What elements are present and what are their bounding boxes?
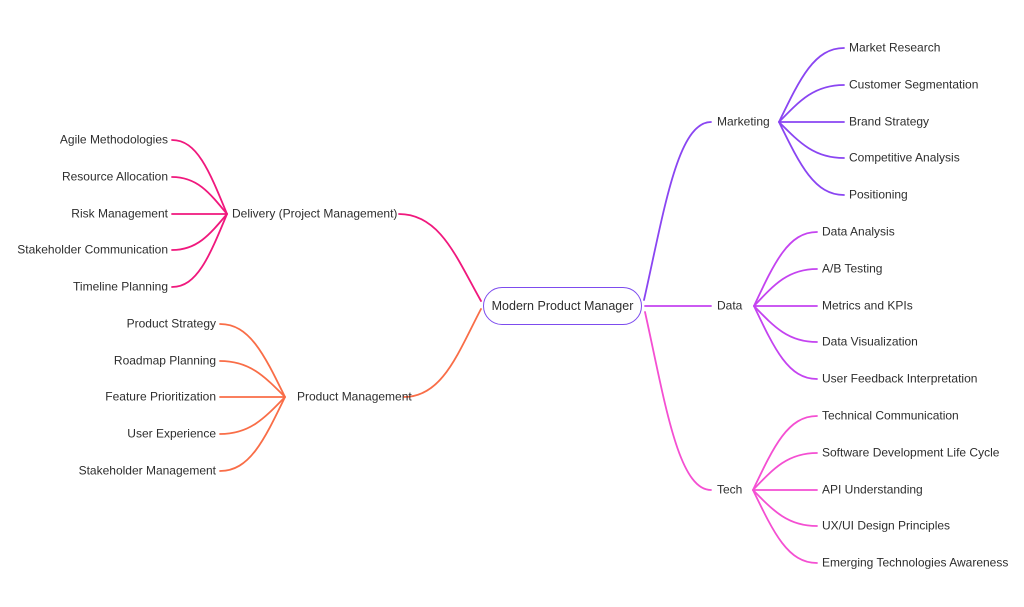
child-edge-2-3 xyxy=(778,121,845,159)
child-edge-4-1 xyxy=(752,452,818,491)
leaf-node-label[interactable]: Agile Methodologies xyxy=(59,132,168,147)
child-edge-3-0 xyxy=(753,231,818,307)
child-edge-3-3 xyxy=(753,305,818,343)
child-edge-4-4 xyxy=(752,489,818,564)
leaf-node-label[interactable]: Market Research xyxy=(849,40,941,55)
leaf-node-label[interactable]: Stakeholder Management xyxy=(78,463,216,478)
leaf-node-label[interactable]: Stakeholder Communication xyxy=(17,242,168,257)
leaf-node-label[interactable]: API Understanding xyxy=(822,482,923,497)
branch-node-label[interactable]: Tech xyxy=(717,482,743,497)
root-edge-1 xyxy=(403,308,482,398)
child-edge-4-0 xyxy=(752,415,818,491)
branch-node-label[interactable]: Marketing xyxy=(717,114,770,129)
child-edge-3-1 xyxy=(753,268,818,307)
leaf-node-label[interactable]: Resource Allocation xyxy=(61,169,168,184)
child-edge-0-3 xyxy=(171,213,228,251)
branch-node-label[interactable]: Product Management xyxy=(297,389,412,404)
branch-node-label[interactable]: Data xyxy=(717,298,743,313)
child-edge-0-1 xyxy=(171,176,228,215)
leaf-node-label[interactable]: Positioning xyxy=(849,187,908,202)
leaf-node-label[interactable]: Technical Communication xyxy=(822,408,959,423)
leaf-node-label[interactable]: Data Analysis xyxy=(822,224,895,239)
leaf-node-label[interactable]: Software Development Life Cycle xyxy=(822,445,1000,460)
child-edge-2-4 xyxy=(778,121,845,196)
child-edge-0-0 xyxy=(171,139,228,215)
child-edge-4-3 xyxy=(752,489,818,527)
leaf-node-label[interactable]: Customer Segmentation xyxy=(849,77,979,92)
leaf-node-label[interactable]: Emerging Technologies Awareness xyxy=(822,555,1009,570)
leaf-node-label[interactable]: UX/UI Design Principles xyxy=(822,518,951,533)
leaf-node-label[interactable]: Feature Prioritization xyxy=(105,389,216,404)
root-edge-0 xyxy=(398,213,482,302)
leaf-node-label[interactable]: User Experience xyxy=(127,426,216,441)
leaf-node-label[interactable]: Timeline Planning xyxy=(73,279,168,294)
leaf-node-label[interactable]: Competitive Analysis xyxy=(849,150,960,165)
leaf-node-label[interactable]: Roadmap Planning xyxy=(113,353,216,368)
leaf-node-label[interactable]: Metrics and KPIs xyxy=(822,298,913,313)
child-edge-0-4 xyxy=(171,213,228,288)
child-edge-1-0 xyxy=(219,323,286,398)
leaf-node-label[interactable]: Product Strategy xyxy=(126,316,216,331)
child-edge-2-1 xyxy=(778,84,845,123)
root-edge-4 xyxy=(644,311,712,491)
leaf-node-label[interactable]: Data Visualization xyxy=(822,334,918,349)
root-edge-2 xyxy=(643,121,712,301)
root-node[interactable]: Modern Product Manager xyxy=(483,287,642,325)
root-node-label: Modern Product Manager xyxy=(491,299,634,313)
branch-node-label[interactable]: Delivery (Project Management) xyxy=(232,206,398,221)
child-edge-1-3 xyxy=(219,396,286,435)
child-edge-2-0 xyxy=(778,47,845,123)
child-edge-1-1 xyxy=(219,360,286,398)
leaf-node-label[interactable]: A/B Testing xyxy=(822,261,883,276)
leaf-node-label[interactable]: User Feedback Interpretation xyxy=(822,371,978,386)
child-edge-1-4 xyxy=(219,396,286,472)
leaf-node-label[interactable]: Risk Management xyxy=(71,206,168,221)
child-edge-3-4 xyxy=(753,305,818,380)
leaf-node-label[interactable]: Brand Strategy xyxy=(849,114,930,129)
